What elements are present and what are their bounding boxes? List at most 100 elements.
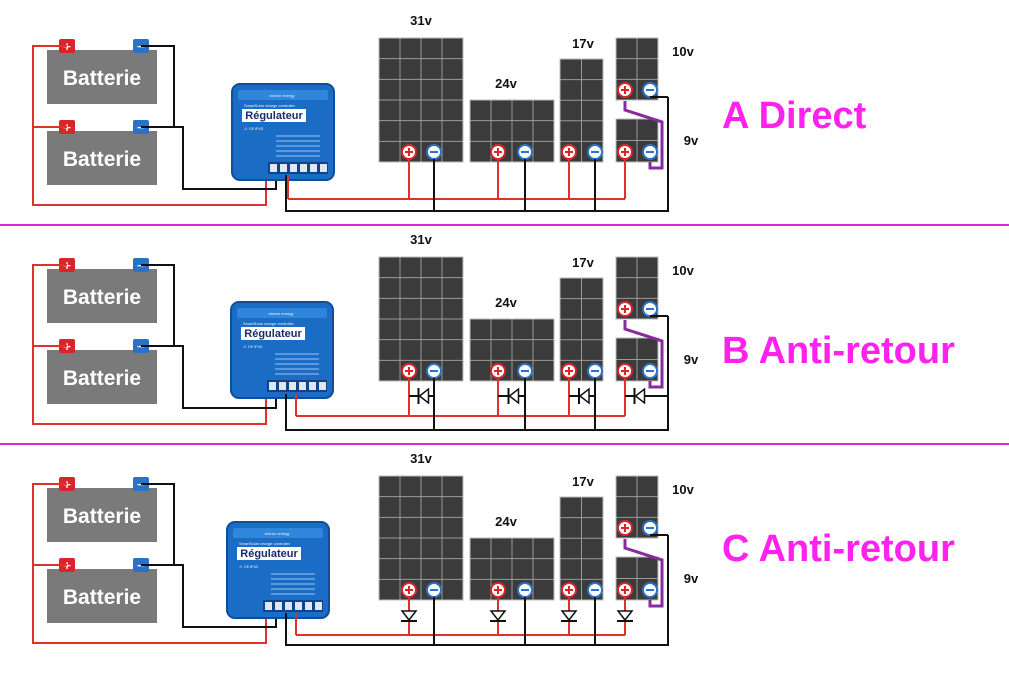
regulator-label-plate xyxy=(241,327,305,340)
panel-frame xyxy=(378,475,464,601)
battery-negative-link xyxy=(141,483,175,566)
battery-negative-wire xyxy=(174,564,277,628)
series-jumper xyxy=(623,101,664,170)
battery-negative-wire xyxy=(174,126,277,190)
terminal-bar xyxy=(521,589,529,591)
battery-label: Batterie xyxy=(63,586,141,609)
terminal-bar xyxy=(646,89,654,91)
battery: Batterie+− xyxy=(47,477,157,542)
voltage-label: 9v xyxy=(684,571,699,586)
terminal-bar xyxy=(430,151,438,153)
battery-label: Batterie xyxy=(63,505,141,528)
diode xyxy=(578,387,590,405)
panel-positive-terminal xyxy=(617,582,633,598)
section-title: C Anti-retour xyxy=(722,528,955,570)
wiring-section: Batterie+−Batterie+−victron energySmartS… xyxy=(32,232,955,431)
panel-frame xyxy=(469,537,555,601)
diode-triangle xyxy=(634,387,646,405)
voltage-label: 17v xyxy=(572,474,594,489)
terminal-bar-v xyxy=(624,367,626,375)
terminal-screw xyxy=(275,602,282,610)
terminal-screw xyxy=(305,602,312,610)
wiring-section: Batterie+−Batterie+−victron energySmartS… xyxy=(32,451,955,646)
terminal-bar xyxy=(646,527,654,529)
regulator-brand: victron energy xyxy=(268,311,293,316)
voltage-label: 10v xyxy=(672,44,694,59)
panel-negative-terminal xyxy=(642,363,658,379)
series-jumper xyxy=(623,539,664,608)
terminal-screw xyxy=(269,382,276,390)
diode-triangle xyxy=(560,610,578,622)
battery-body xyxy=(47,569,157,623)
panel-positive-terminal xyxy=(490,144,506,160)
diode-triangle xyxy=(508,387,520,405)
panel-negative-terminal xyxy=(642,82,658,98)
terminal-bar-v xyxy=(624,524,626,532)
terminal-bar-v xyxy=(624,148,626,156)
panel-negative-terminal xyxy=(587,582,603,598)
negative-bus xyxy=(285,97,669,212)
diode xyxy=(400,610,418,622)
wiring-section: Batterie+−Batterie+−victron energySmartS… xyxy=(32,13,867,212)
panel-frame xyxy=(469,99,555,163)
voltage-label: 9v xyxy=(684,352,699,367)
regulator-label-plate xyxy=(242,109,306,122)
panel-negative-terminal xyxy=(642,144,658,160)
terminal-bar-v xyxy=(497,367,499,375)
terminal-screw xyxy=(279,382,286,390)
battery: Batterie+− xyxy=(47,39,157,104)
terminal-screw xyxy=(315,602,322,610)
battery: Batterie+− xyxy=(47,120,157,185)
battery-label: Batterie xyxy=(63,67,141,90)
battery-negative-wire xyxy=(174,345,277,409)
voltage-label: 31v xyxy=(410,13,432,28)
panel-frame xyxy=(615,118,659,163)
panel-frame xyxy=(615,337,659,382)
panel-positive-terminal xyxy=(561,144,577,160)
panel-positive-terminal xyxy=(561,363,577,379)
panel-negative-terminal xyxy=(426,363,442,379)
panel-frame xyxy=(559,496,604,601)
regulator-subtitle: SmartSolar charge controller xyxy=(243,321,295,326)
section-title: A Direct xyxy=(722,95,867,137)
terminal-bar xyxy=(591,370,599,372)
terminal-bar-v xyxy=(624,305,626,313)
panel-positive-terminal xyxy=(401,144,417,160)
terminal-screw xyxy=(270,164,277,172)
regulator-name: Régulateur xyxy=(244,328,302,340)
regulator-marks: ⚠ C€ IP43 xyxy=(239,564,259,569)
panel-negative-terminal xyxy=(426,144,442,160)
solar-panel xyxy=(378,37,464,163)
panel-frame xyxy=(615,475,659,539)
panel-negative-terminal xyxy=(517,144,533,160)
panel-positive-terminal xyxy=(401,582,417,598)
panel-frame xyxy=(378,37,464,163)
panel-positive-terminal xyxy=(617,82,633,98)
diode-triangle xyxy=(418,387,430,405)
battery-positive-link xyxy=(32,264,67,347)
voltage-label: 17v xyxy=(572,255,594,270)
solar-panel xyxy=(469,99,555,163)
series-jumper xyxy=(623,320,664,389)
terminal-screw xyxy=(285,602,292,610)
terminal-bar-v xyxy=(408,367,410,375)
panel-positive-terminal xyxy=(617,363,633,379)
battery-label: Batterie xyxy=(63,367,141,390)
voltage-label: 17v xyxy=(572,36,594,51)
terminal-screw xyxy=(300,164,307,172)
panel-negative-terminal xyxy=(587,144,603,160)
terminal-screw xyxy=(299,382,306,390)
diode xyxy=(616,610,634,622)
panel-negative-terminal xyxy=(426,582,442,598)
panel-frame xyxy=(559,277,604,382)
terminal-bar-v xyxy=(408,586,410,594)
panel-positive-terminal xyxy=(617,520,633,536)
terminal-bar xyxy=(646,308,654,310)
panel-positive-terminal xyxy=(490,582,506,598)
battery-body xyxy=(47,50,157,104)
panel-positive-terminal xyxy=(617,301,633,317)
diode xyxy=(633,387,646,405)
